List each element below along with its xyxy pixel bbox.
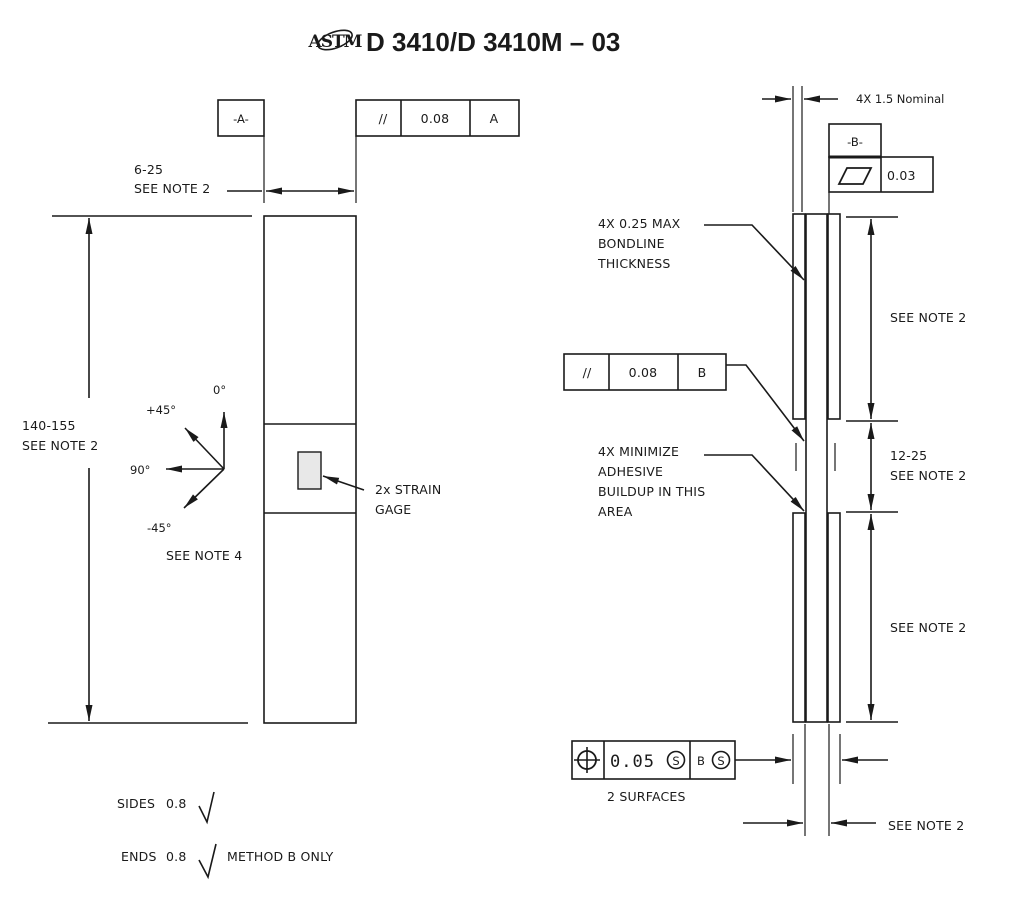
- page-header: ASTM D 3410/D 3410M – 03: [308, 27, 621, 57]
- flatness-icon: [837, 167, 873, 185]
- fiber-orientation-icon: [166, 412, 228, 509]
- strain-gage-label: 2x STRAIN: [375, 482, 441, 497]
- position-note: 2 SURFACES: [607, 789, 686, 804]
- rfs-modifier-icon: [666, 750, 686, 770]
- astm-logo-icon: ASTM: [308, 29, 364, 52]
- orientation-plus45-label: +45°: [146, 403, 176, 417]
- position-frame: 0.05 S B S: [571, 740, 736, 780]
- parallelism-b-tolerance: 0.08: [629, 365, 658, 380]
- logo-text: ASTM: [308, 32, 363, 52]
- strain-gage-leader: [322, 475, 365, 491]
- position-icon: [574, 747, 600, 773]
- thickness-note: SEE NOTE 2: [888, 818, 964, 833]
- tab-upper-left: [792, 213, 806, 420]
- tab-length-bottom-note: SEE NOTE 2: [890, 620, 966, 635]
- ends-finish-value: 0.8: [166, 849, 186, 864]
- parallelism-b-leader: [726, 364, 805, 442]
- width-dimension-note: SEE NOTE 2: [134, 181, 210, 196]
- parallelism-b-symbol: //: [583, 365, 592, 380]
- position-modifier: S: [672, 754, 679, 768]
- position-datum-modifier: S: [717, 754, 724, 768]
- orientation-0-label: 0°: [213, 383, 226, 397]
- bondline-leader: [704, 224, 805, 281]
- parallelism-frame-a: // 0.08 A: [355, 99, 520, 137]
- document-designation: D 3410/D 3410M – 03: [366, 27, 620, 57]
- tab-upper-right: [827, 213, 841, 420]
- orientation-note: SEE NOTE 4: [166, 548, 242, 563]
- flatness-tolerance: 0.03: [887, 168, 916, 183]
- tab-thickness-label: 4X 1.5 Nominal: [856, 92, 944, 106]
- sides-finish-value: 0.8: [166, 796, 186, 811]
- width-dimension-value: 6-25: [134, 162, 163, 177]
- bondline-label-1: 4X 0.25 MAX: [598, 216, 681, 231]
- parallelism-frame-b: // 0.08 B: [563, 353, 727, 391]
- parallelism-b-datum: B: [698, 365, 707, 380]
- bondline-label-3: THICKNESS: [597, 256, 671, 271]
- datum-b-frame: -B-: [828, 123, 882, 158]
- adhesive-leader: [704, 454, 805, 512]
- parallelism-tolerance: 0.08: [421, 111, 450, 126]
- specimen-side: [792, 213, 841, 723]
- tab-lower-left: [792, 512, 806, 723]
- position-datum: B: [697, 754, 705, 768]
- parallelism-datum: A: [490, 111, 499, 126]
- surface-finish-notes: SIDES 0.8 ENDS 0.8 METHOD B ONLY: [117, 791, 334, 880]
- orientation-90-label: 90°: [130, 463, 150, 477]
- adhesive-label-1: 4X MINIMIZE: [598, 444, 679, 459]
- gage-length-value: 12-25: [890, 448, 927, 463]
- surface-finish-check-icon: [198, 843, 217, 880]
- parallelism-symbol: //: [379, 111, 388, 126]
- tab-lower-right: [827, 512, 841, 723]
- adhesive-label-4: AREA: [598, 504, 633, 519]
- side-view: 4X 1.5 Nominal -B- 0.03 4X 0.25 MAX BOND…: [563, 86, 966, 836]
- strain-gage-icon: [297, 451, 322, 490]
- flatness-frame: 0.03: [828, 155, 934, 193]
- gage-length-note: SEE NOTE 2: [890, 468, 966, 483]
- position-tolerance: 0.05: [610, 752, 655, 772]
- front-view: -A- // 0.08 A 6-25 SEE NOTE 2 2x ST: [22, 99, 520, 724]
- laminate: [805, 213, 828, 723]
- bondline-label-2: BONDLINE: [598, 236, 665, 251]
- rfs-modifier-icon: [711, 750, 731, 770]
- ends-finish-label: ENDS: [121, 849, 157, 864]
- length-dimension-note: SEE NOTE 2: [22, 438, 98, 453]
- adhesive-label-2: ADHESIVE: [598, 464, 663, 479]
- tab-length-top-note: SEE NOTE 2: [890, 310, 966, 325]
- surface-finish-check-icon: [198, 791, 215, 825]
- strain-gage-label-2: GAGE: [375, 502, 411, 517]
- datum-a-frame: -A-: [217, 99, 265, 137]
- length-dimension-value: 140-155: [22, 418, 76, 433]
- adhesive-label-3: BUILDUP IN THIS: [598, 484, 705, 499]
- orientation-minus45-label: -45°: [147, 521, 172, 535]
- sides-finish-label: SIDES: [117, 796, 155, 811]
- datum-b-label: -B-: [847, 135, 863, 149]
- ends-finish-note: METHOD B ONLY: [227, 849, 334, 864]
- datum-a-label: -A-: [233, 112, 249, 126]
